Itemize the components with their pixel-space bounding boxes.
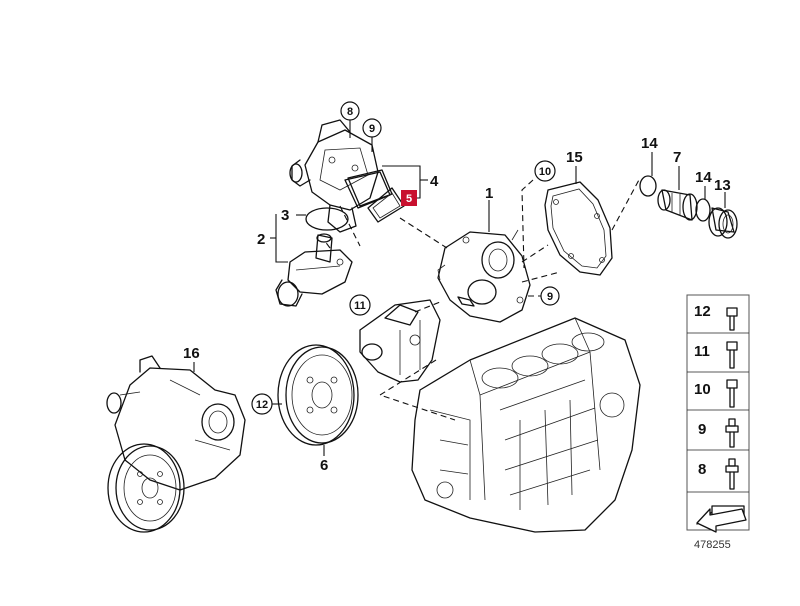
svg-text:8: 8 [698,461,706,478]
leader-lines [193,120,726,456]
pulley-6[interactable] [277,344,359,446]
label-4: 4 [430,173,439,190]
bracket-11[interactable] [359,299,441,383]
sleeve-13[interactable] [708,207,738,239]
legend-row-9: 9 [698,418,739,448]
circle-label-12: 12 [251,393,273,415]
engine-block[interactable] [411,317,641,533]
reference-arrow-icon [696,505,747,533]
label-13: 13 [714,177,731,194]
water-pump-1[interactable] [437,229,531,323]
circle-label-10: 10 [534,160,556,182]
svg-text:9: 9 [547,291,553,303]
legend-row-10: 10 [694,379,738,408]
svg-text:11: 11 [354,300,366,312]
label-2: 2 [257,231,265,248]
o-ring-14b[interactable] [695,198,711,222]
circle-label-9-top: 9 [362,118,382,138]
svg-text:12: 12 [694,303,711,320]
connection-lines [323,177,641,421]
svg-text:10: 10 [539,166,551,178]
label-1: 1 [485,185,493,202]
circle-label-9-right: 9 [540,286,560,306]
gasket-5[interactable] [367,187,405,223]
fastener-legend: 12 11 10 9 8 [686,294,750,533]
reference-number: 478255 [694,539,731,551]
label-14-a: 14 [641,135,658,152]
thermostat-2[interactable] [275,233,353,307]
gasket-4[interactable] [347,169,393,207]
o-ring-3[interactable] [305,207,349,231]
svg-text:10: 10 [694,381,711,398]
label-15: 15 [566,149,583,166]
label-3: 3 [281,207,289,224]
label-6: 6 [320,457,328,474]
svg-text:9: 9 [369,123,375,135]
svg-text:9: 9 [698,421,706,438]
label-5-highlight[interactable]: 5 [401,190,417,206]
pipe-7[interactable] [657,189,698,221]
label-16: 16 [183,345,200,362]
svg-text:11: 11 [694,343,710,360]
water-pump-assembly-16[interactable] [106,355,246,533]
label-14-b: 14 [695,169,712,186]
o-ring-14a[interactable] [639,175,657,197]
circle-label-8: 8 [340,101,360,121]
legend-row-11: 11 [694,341,738,369]
legend-row-12: 12 [694,303,738,331]
circle-label-11: 11 [349,294,371,316]
gasket-15[interactable] [544,181,613,276]
svg-text:8: 8 [347,106,353,118]
legend-row-8: 8 [698,458,739,490]
thermostat-housing-upper[interactable] [289,119,391,233]
label-7: 7 [673,149,681,166]
svg-text:12: 12 [256,399,268,411]
label-5: 5 [406,193,412,205]
